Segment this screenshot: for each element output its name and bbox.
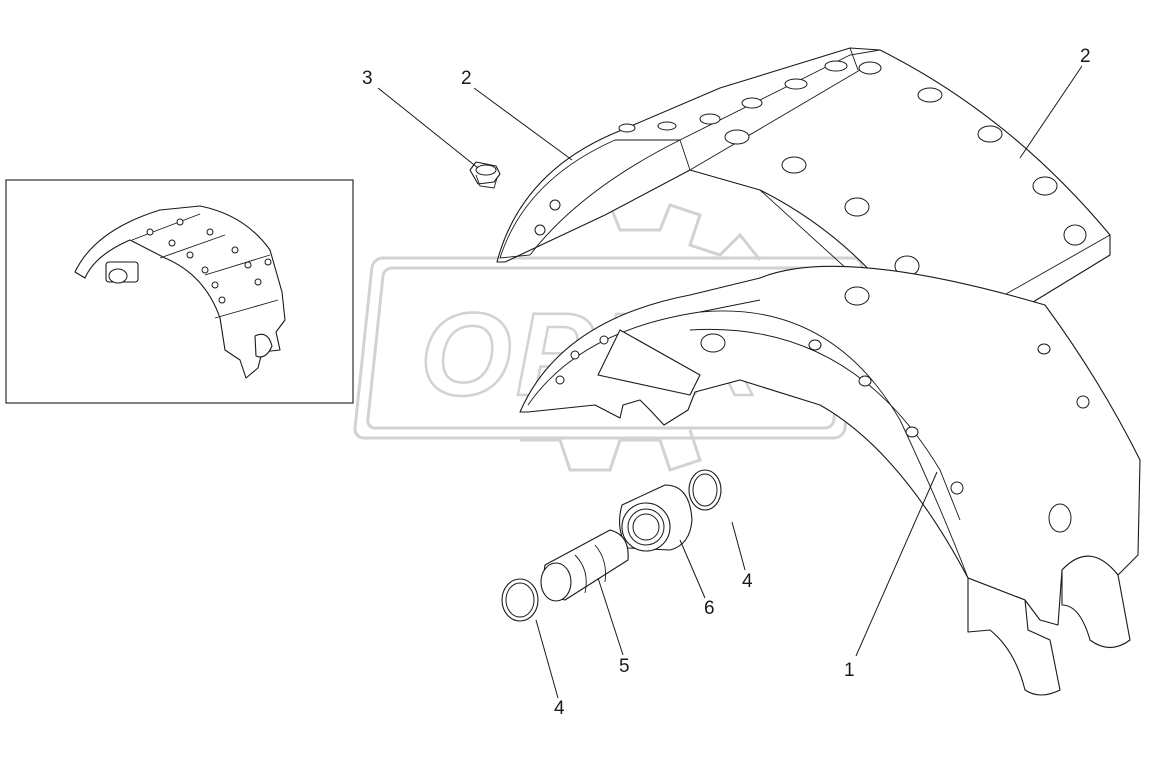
callout-labels: 3 2 2 4 6 5 4 1	[362, 46, 1091, 719]
assembled-shoe-inset	[5, 179, 354, 404]
pin	[540, 529, 629, 602]
callout-2-lining: 2	[461, 68, 472, 89]
leader-lines	[377, 65, 1083, 699]
bushing	[619, 484, 693, 552]
rivet	[469, 161, 501, 189]
callout-4-lower: 4	[554, 698, 565, 719]
callout-5: 5	[619, 656, 630, 677]
callout-6: 6	[704, 598, 715, 619]
brake-shoe	[519, 265, 1141, 696]
ring-lower	[501, 578, 539, 622]
ring-upper	[688, 469, 722, 511]
callout-2-lining-right: 2	[1080, 46, 1091, 67]
callout-4-upper: 4	[742, 571, 753, 592]
callout-3: 3	[362, 68, 373, 89]
callout-1: 1	[844, 660, 855, 681]
